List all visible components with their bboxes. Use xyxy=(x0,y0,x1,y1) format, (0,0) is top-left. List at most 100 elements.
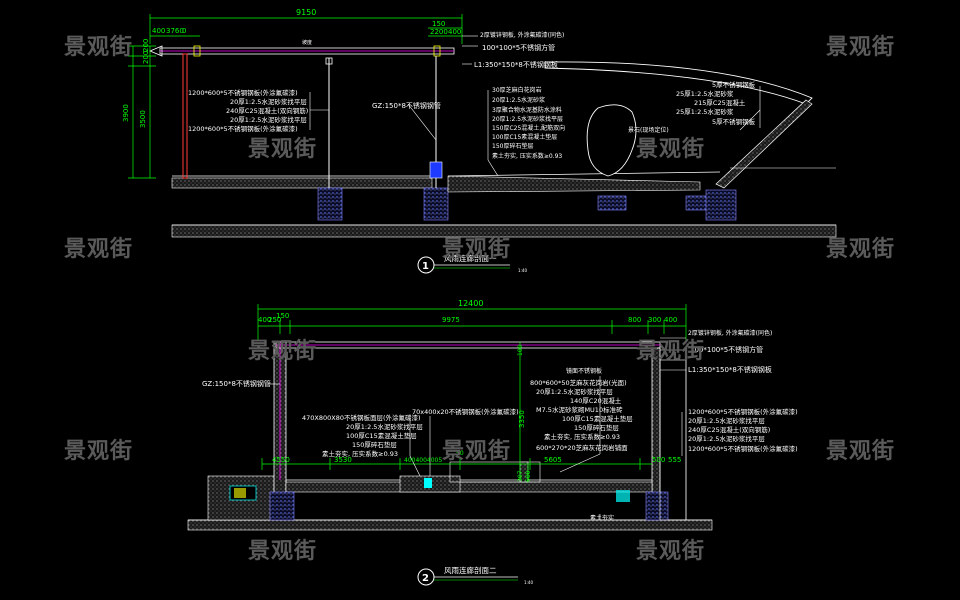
s2-center-note-1: 镜面不锈钢板 xyxy=(566,367,602,375)
dim-500-2: 500 xyxy=(525,470,532,482)
dim-3500: 3500 xyxy=(139,110,147,128)
s2-left-note-1: 470X800X80不锈钢板面层(外涂氟碳漆) xyxy=(302,413,421,422)
s1-rock-label: 景石(现场定位) xyxy=(628,126,669,134)
s1-right-note-5: 5厚不锈钢钢板 xyxy=(712,117,756,126)
s2-left-note-4: 150厚碎石垫层 xyxy=(352,440,397,449)
inclined-wall xyxy=(715,99,813,189)
dim-300: 300 xyxy=(648,316,661,324)
dim-4550: 4550 xyxy=(272,456,290,464)
s1-wall-note-1: 1200*600*5不锈钢钢板(外涂氟碳漆) xyxy=(188,88,298,97)
dim-150-2: 150 xyxy=(276,312,289,320)
dim-200-a: 200 xyxy=(142,39,150,52)
footing-2 xyxy=(423,187,449,221)
s2-center-note-3: 20厚1:2.5水泥砂浆找平层 xyxy=(536,387,613,396)
section-2-drawing xyxy=(187,304,713,586)
s1-wall-note-2: 20厚1:2.5水泥砂浆找平层 xyxy=(230,97,307,106)
column-left xyxy=(182,53,188,179)
dim-3900: 3900 xyxy=(122,104,130,122)
ground-strip xyxy=(171,224,837,238)
s2-center-note-7: 150厚碎石垫层 xyxy=(574,423,619,432)
ground-strip-2 xyxy=(187,519,713,531)
s1-floor-note-1: 30厚芝麻白花岗岩 xyxy=(492,86,542,94)
dim-3760-1: 3760 xyxy=(166,27,184,35)
s2-right-note-2: 20厚1:2.5水泥砂浆找平层 xyxy=(688,416,765,425)
watermark: 景观街 xyxy=(64,236,133,262)
dim-9975: 9975 xyxy=(442,316,460,324)
s1-title: 风雨连廊剖面一 xyxy=(444,253,497,263)
footing-1 xyxy=(317,187,343,221)
s1-floor-note-6: 100厚C15素混凝土垫层 xyxy=(492,133,557,141)
s1-right-note-2: 25厚1:2.5水泥砂浆 xyxy=(676,89,734,98)
s2-left-note-3: 100厚C15素混凝土垫层 xyxy=(346,431,417,440)
watermark: 景观街 xyxy=(636,136,705,162)
s1-floor-note-2: 20厚1:2.5水泥砂浆 xyxy=(492,96,545,104)
s2-center-note-2: 800*600*50芝麻灰花岗岩(光面) xyxy=(530,378,627,387)
dim-100-2: 100 xyxy=(517,344,524,356)
s2-mid-note: 70x400x20不锈钢钢板(外涂氟碳漆) xyxy=(412,407,519,416)
dim-3350: 3350 xyxy=(518,410,526,428)
dim-555: 555 xyxy=(668,456,681,464)
slope-label: 坡度 xyxy=(302,39,312,46)
s1-roof-note-2: 100*100*5不锈钢方管 xyxy=(482,43,555,52)
s2-right-note-1: 1200*600*5不锈钢钢板(外涂氟碳漆) xyxy=(688,407,798,416)
dim-400-1: 400 xyxy=(152,27,165,35)
sloped-path xyxy=(447,175,701,193)
s2-center-note-4: 140厚C20混凝土 xyxy=(570,396,622,405)
floor-slab-left xyxy=(171,177,433,189)
s2-center-note-9: 600*270*20芝麻灰花岗岩铺面 xyxy=(536,443,628,452)
s1-right-note-4: 25厚1:2.5水泥砂浆 xyxy=(676,107,734,116)
dim-400-2b: 400 xyxy=(664,316,677,324)
section-1-drawing xyxy=(128,14,837,274)
section-1-text: 9150 400 3760 0 150 2200 400 坡度 200 200 … xyxy=(122,8,756,273)
roof-tip-left xyxy=(148,45,163,57)
s2-right-note-5: 1200*600*5不锈钢钢板(外涂氟碳漆) xyxy=(688,444,798,453)
s1-right-note-3: 215厚C25混凝土 xyxy=(694,98,746,107)
s1-floor-note-5: 150厚C25混凝土,配筋双向 xyxy=(492,124,565,132)
footing-3 xyxy=(597,195,627,211)
dim-400400400: 4004004005 xyxy=(404,457,442,464)
s2-title: 风雨连廊剖面二 xyxy=(444,565,497,575)
s1-wall-note-3: 240厚C25混凝土(双向钢筋) xyxy=(226,106,308,115)
dim-3530: 3530 xyxy=(334,456,352,464)
floor-slab-2 xyxy=(285,481,653,493)
watermark: 景观街 xyxy=(248,338,317,364)
dim-150-1: 150 xyxy=(432,20,445,28)
watermark: 景观街 xyxy=(442,438,511,464)
s1-scale: 1:40 xyxy=(518,268,527,273)
s2-scale: 1:40 xyxy=(524,580,533,585)
s2-right-note-3: 240厚C25混凝土(双向钢筋) xyxy=(688,425,770,434)
s1-floor-note-3: 3厚聚合物水泥基防水涂料 xyxy=(492,106,562,114)
s1-marker-number: 1 xyxy=(422,261,429,272)
s1-floor-note-8: 素土夯实, 压实系数≥0.93 xyxy=(492,152,562,160)
dim-307: 307 xyxy=(517,470,524,482)
s2-roof-note-2: 100*100*5不锈钢方管 xyxy=(690,345,763,354)
s1-floor-note-4: 20厚1:2.5水泥砂浆找平层 xyxy=(492,115,563,123)
watermark: 景观街 xyxy=(826,438,895,464)
s1-roof-note-1: 2厚镀锌钢板, 外涂氟碳漆(同色) xyxy=(480,31,564,39)
watermark: 景观街 xyxy=(826,236,895,262)
dim-0-1: 0 xyxy=(182,27,186,35)
s2-left-note-2: 20厚1:2.5水泥砂浆找平层 xyxy=(346,422,423,431)
dim-500-2b: 500 xyxy=(652,456,665,464)
watermark: 景观街 xyxy=(636,538,705,564)
s2-center-note-6: 100厚C15素混凝土垫层 xyxy=(562,414,633,423)
watermarks: 景观街 景观街 景观街 景观街 景观街 景观街 景观街 景观街 景观街 景观街 … xyxy=(64,34,895,564)
dim-50: 50 xyxy=(456,450,464,457)
dim-400-2a: 400 xyxy=(258,316,271,324)
s1-wall-note-5: 1200*600*5不锈钢钢板(外涂氟碳漆) xyxy=(188,124,298,133)
dim-800: 800 xyxy=(628,316,641,324)
watermark: 景观街 xyxy=(248,538,317,564)
landscape-rock xyxy=(586,104,637,177)
dim-2200-1: 2200 xyxy=(430,28,448,36)
footing-5 xyxy=(705,189,737,221)
dim-12400: 12400 xyxy=(458,299,483,308)
s1-right-note-1: 5厚不锈钢钢板 xyxy=(712,80,756,89)
s2-right-note-4: 20厚1:2.5水泥砂浆找平层 xyxy=(688,434,765,443)
s2-column-note: GZ:150*8不锈钢钢管 xyxy=(202,379,271,388)
watermark: 景观街 xyxy=(636,338,705,364)
watermark: 景观街 xyxy=(64,438,133,464)
watermark: 景观街 xyxy=(248,136,317,162)
watermark: 景观街 xyxy=(442,236,511,262)
s2-bottom-note: 素土夯实 xyxy=(590,514,614,522)
